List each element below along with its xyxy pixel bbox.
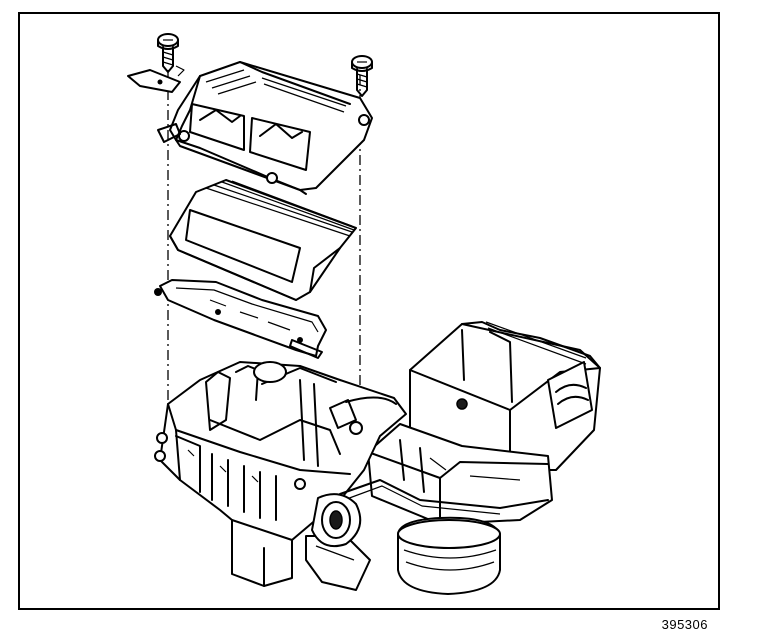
air-inlet-cover (157, 61, 373, 195)
air-filter-element (169, 179, 357, 301)
seal-gasket (154, 279, 327, 359)
hvac-case (154, 321, 601, 591)
blower-motor (311, 493, 501, 595)
screw-right-icon (351, 55, 373, 97)
figure-id-label: 395306 (661, 617, 708, 632)
screw-left-icon (157, 33, 179, 73)
bracket-icon (127, 65, 185, 93)
